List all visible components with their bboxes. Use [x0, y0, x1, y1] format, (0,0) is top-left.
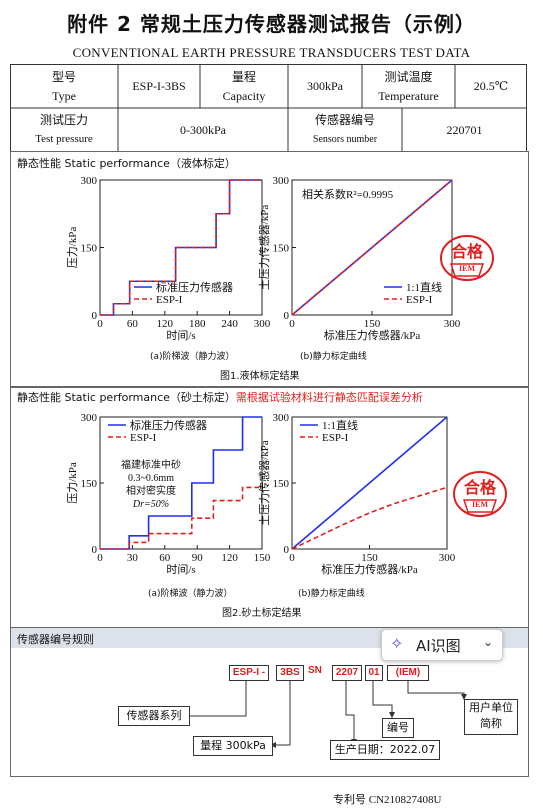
code-range: 3BS [276, 665, 304, 681]
pass-stamp-text: 合格 [463, 478, 496, 497]
ai-recognize-button[interactable]: ✧ AI识图 ⌄ [381, 629, 503, 661]
sand-annotation-line: 福建标准中砂 [121, 460, 181, 471]
fig1-caption-a: (a)阶梯波（静力波） [150, 352, 235, 362]
test-pressure-label: 测试压力 Test pressure [10, 113, 118, 147]
label-user-line: 用户单位 [469, 701, 513, 714]
ai-sparkle-icon: ✧ [390, 634, 404, 653]
fig1-caption: 图1.液体标定结果 [220, 371, 300, 382]
sand-calibration-title: 静态性能 Static performance（砂土标定） [17, 391, 236, 404]
sensor-number-label-en: Sensors number [312, 134, 378, 145]
liquid-calibration-panel: 静态性能 Static performance（液体标定） [10, 151, 529, 388]
capacity-label-en: Capacity [222, 89, 266, 103]
capacity-value: 300kPa [307, 79, 343, 93]
label-range: 量程 300kPa [193, 736, 273, 756]
pass-stamp: 合格 IEM [439, 234, 495, 282]
fig2-caption-a: (a)阶梯波（静力波） [148, 589, 233, 599]
patent-number: 专利号 CN210827408U [333, 794, 442, 806]
liquid-calibration-heading: 静态性能 Static performance（液体标定） [17, 157, 236, 170]
fig2-caption-b: (b)静力标定曲线 [298, 589, 365, 599]
spec-table: 型号 Type ESP-I-3BS 量程 Capacity 300kPa 测试温… [10, 64, 527, 152]
test-pressure-label-zh: 测试压力 [39, 113, 88, 127]
chevron-down-icon: ⌄ [483, 635, 494, 649]
fig1-caption-b: (b)静力标定曲线 [300, 352, 367, 362]
type-label-en: Type [52, 89, 76, 103]
type-value: ESP-I-3BS [132, 79, 186, 93]
sand-annotation-line: Dr=50% [132, 499, 170, 510]
code-user: (IEM) [387, 665, 429, 681]
pass-stamp-shape [453, 471, 507, 517]
page-subtitle: CONVENTIONAL EARTH PRESSURE TRANSDUCERS … [72, 45, 471, 60]
label-user-line: 简称 [480, 717, 502, 730]
fig2-caption: 图2.砂土标定结果 [222, 608, 302, 619]
sand-annotation: 福建标准中砂 0.3~0.6mm 相对密实度 Dr=50% [112, 459, 190, 511]
temperature-label-en: Temperature [378, 89, 439, 103]
label-date: 生产日期：2022.07 [330, 740, 440, 760]
sensor-number-label-zh: 传感器编号 [314, 113, 375, 127]
sand-annotation-line: 相对密实度 [126, 486, 176, 497]
label-user: 用户单位 简称 [464, 699, 518, 735]
type-label-zh: 型号 [51, 70, 76, 84]
sand-annotation-line: 0.3~0.6mm [128, 473, 174, 484]
type-label: 型号 Type [10, 70, 118, 104]
ai-recognize-label: AI识图 [416, 637, 461, 655]
numbering-heading: 传感器编号规则 [17, 633, 94, 646]
page-title: 附件 2 常规土压力传感器测试报告（示例） [67, 12, 476, 36]
capacity-label: 量程 Capacity [200, 70, 288, 104]
temperature-label: 测试温度 Temperature [362, 70, 455, 104]
code-date: 2207 [332, 665, 362, 681]
sand-calibration-note: 需根据试验材料进行静态匹配误差分析 [235, 391, 423, 404]
sand-calibration-heading: 静态性能 Static performance（砂土标定）需根据试验材料进行静态… [17, 389, 423, 405]
pass-stamp-2: 合格 IEM [452, 470, 508, 518]
pass-stamp-shape [440, 235, 494, 281]
pass-stamp-sub: IEM [459, 264, 475, 273]
pass-stamp-text: 合格 [450, 242, 483, 261]
capacity-label-zh: 量程 [231, 70, 256, 84]
sensor-number-label: 传感器编号 Sensors number [288, 113, 402, 147]
temperature-label-zh: 测试温度 [384, 70, 433, 84]
pass-stamp-sub: IEM [472, 500, 488, 509]
code-sn: SN [308, 665, 322, 676]
label-serial: 编号 [382, 718, 414, 738]
test-pressure-label-en: Test pressure [35, 133, 93, 145]
temperature-value: 20.5℃ [473, 79, 509, 93]
sensor-number-value: 220701 [446, 123, 483, 137]
label-series: 传感器系列 [118, 706, 190, 726]
correlation-label: 相关系数R²=0.9995 [302, 189, 394, 201]
code-series: ESP-I - [229, 665, 269, 681]
test-pressure-value: 0-300kPa [180, 123, 226, 137]
code-serial: 01 [365, 665, 383, 681]
